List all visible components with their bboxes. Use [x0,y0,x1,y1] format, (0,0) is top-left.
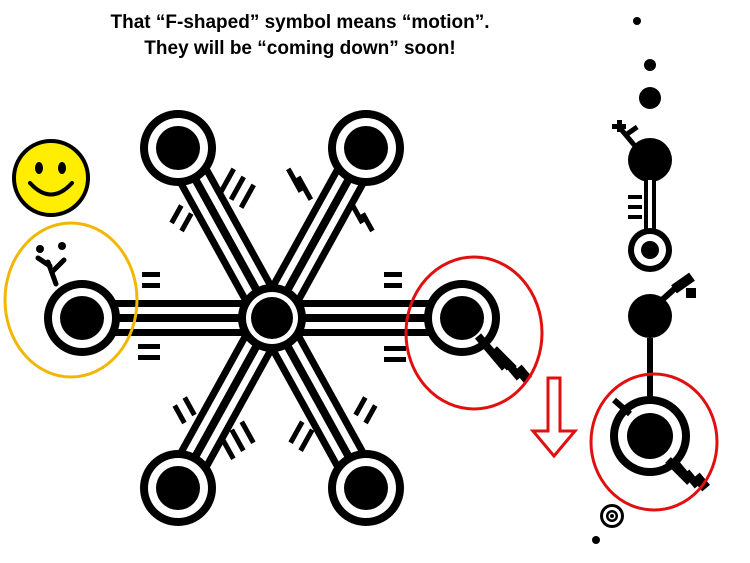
sequence-node-4 [612,120,672,182]
key-glyph [474,333,532,384]
sequence-dot-last [592,536,600,544]
antler-motion-glyph [35,242,67,287]
red-highlight-ring [404,255,544,411]
arm-tick-marks [138,167,406,460]
node-bottom-left [140,450,216,526]
sequence-dot-1 [633,17,641,25]
sequence-dot-3 [639,87,661,109]
node-left [44,280,120,356]
smiley-face-icon [12,139,90,217]
node-top-right [328,110,404,186]
hub-core [251,297,293,339]
target-rings-icon [600,504,624,528]
sequence-node-key [628,272,696,338]
node-top-left [140,110,216,186]
sequence-node-large [610,396,710,492]
caption-line-2: They will be “coming down” soon! [144,38,456,59]
motion-sequence [589,17,719,544]
caption-line-1: That “F-shaped” symbol means “motion”. [110,12,490,33]
caption: That “F-shaped” symbol means “motion”. T… [0,10,600,62]
sequence-node-ring [628,228,672,272]
six-arm-star [44,110,500,526]
node-bottom-right [328,450,404,526]
sequence-dot-2 [644,59,656,71]
sequence-red-ring [589,372,719,512]
down-arrow-icon [529,376,579,459]
yellow-highlight-ring [3,221,139,379]
